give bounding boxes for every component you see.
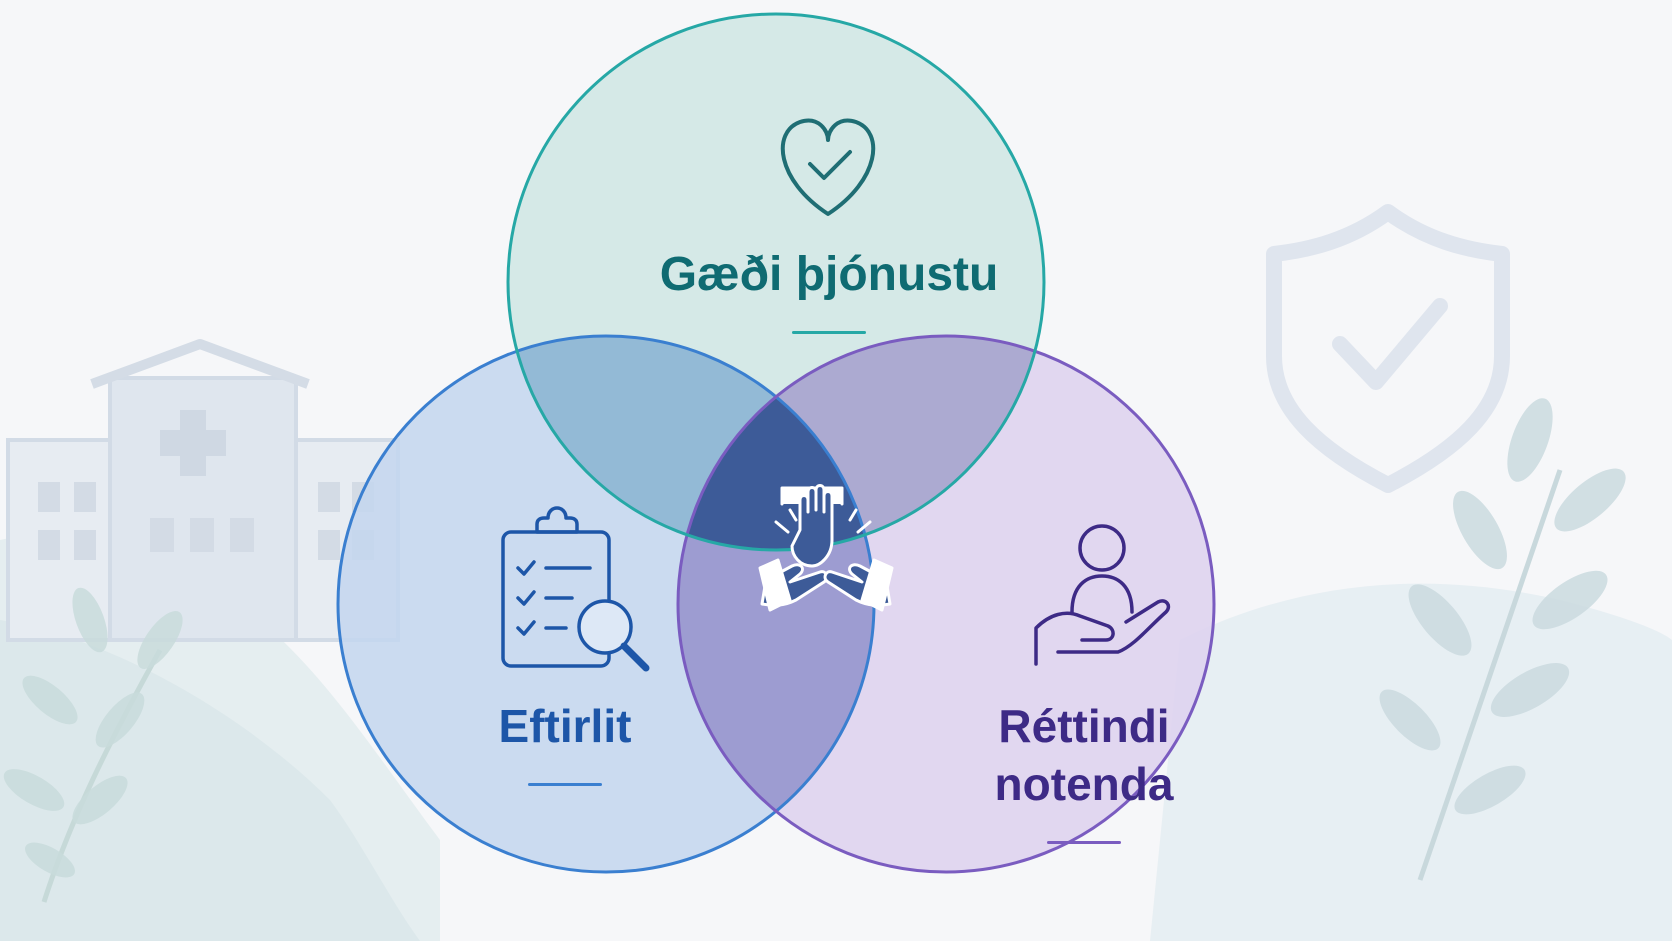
underline-gaedi [792,331,866,334]
label-eftirlit: Eftirlit [499,700,632,752]
background-decoration [0,204,1672,941]
joined-hands-icon [758,484,894,612]
heart-check-icon [780,118,876,216]
underline-rettindi [1047,841,1121,844]
shield-check-icon [1266,204,1510,493]
leaf-branch-icon [1379,398,1626,881]
underline-eftirlit [528,783,602,786]
hill-right [1150,583,1672,941]
leaf-branch-icon [3,587,183,903]
venn-circles [336,12,1216,874]
label-notenda: notenda [995,758,1174,810]
hand-person-icon [1034,524,1171,666]
label-rettindi: Réttindi [998,700,1169,752]
clipboard-search-icon [501,506,650,672]
circle-rettindi-outline [676,334,1216,874]
overlap-center [678,336,874,550]
label-gaedi-thjonustu: Gæði þjónustu [660,248,999,301]
hill-left-back [0,620,420,941]
circle-gaedi-outline [506,12,1046,552]
